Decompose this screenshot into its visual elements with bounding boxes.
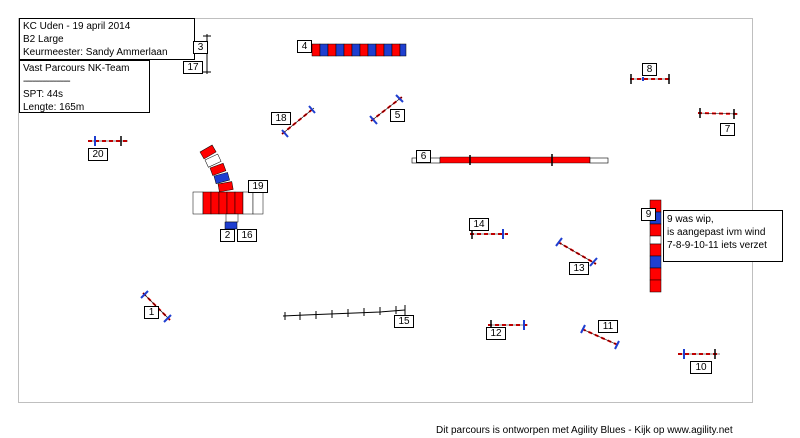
obstacle-13-jump [555, 237, 598, 267]
obstacle-1-jump [140, 290, 172, 323]
obstacle-10-jump [678, 349, 720, 359]
obstacle-number-6: 6 [416, 150, 431, 163]
obstacle-number-15: 15 [394, 315, 414, 328]
note-line: is aangepast ivm wind [667, 227, 766, 238]
obstacle-number-20: 20 [88, 148, 108, 161]
obstacle-number-12: 12 [486, 327, 506, 340]
obstacle-4-blocks [311, 43, 407, 57]
obstacle-number-2: 2 [220, 229, 235, 242]
info-line: B2 Large [23, 34, 64, 45]
obstacle-number-16: 16 [237, 229, 257, 242]
parcours-line: Vast Parcours NK-Team [23, 63, 130, 74]
obstacle-number-4: 4 [297, 40, 312, 53]
obstacle-15-weave [282, 305, 406, 320]
obstacle-number-11: 11 [598, 320, 618, 333]
course-info-box: KC Uden - 19 april 2014 B2 Large Keurmee… [19, 18, 195, 60]
obstacle-8-jump [630, 74, 670, 84]
obstacle-5-jump [369, 94, 404, 125]
parcours-line: -------------------- [23, 76, 71, 87]
obstacle-number-14: 14 [469, 218, 489, 231]
note-line: 9 was wip, [667, 214, 714, 225]
obstacle-number-9: 9 [641, 208, 656, 221]
course-note: 9 was wip, is aangepast ivm wind 7-8-9-1… [663, 210, 783, 262]
obstacle-20-jump [88, 136, 128, 146]
parcours-box: Vast Parcours NK-Team ------------------… [19, 60, 150, 113]
obstacle-number-17: 17 [183, 61, 203, 74]
obstacle-number-13: 13 [569, 262, 589, 275]
obstacle-3-jump [203, 34, 211, 74]
obstacle-number-19: 19 [248, 180, 268, 193]
obstacle-number-1: 1 [144, 306, 159, 319]
obstacle-number-10: 10 [690, 361, 712, 374]
obstacle-number-8: 8 [642, 63, 657, 76]
obstacle-19-tunnel [192, 144, 264, 230]
info-line: KC Uden - 19 april 2014 [23, 21, 131, 32]
footer-credit: Dit parcours is ontworpen met Agility Bl… [436, 425, 733, 436]
note-line: 7-8-9-10-11 iets verzet [667, 240, 767, 251]
obstacle-11-jump [580, 324, 620, 350]
obstacle-number-5: 5 [390, 109, 405, 122]
obstacle-6-walk [411, 154, 609, 166]
obstacle-number-3: 3 [193, 41, 208, 54]
obstacle-number-18: 18 [271, 112, 291, 125]
obstacle-number-7: 7 [720, 123, 735, 136]
parcours-line: Lengte: 165m [23, 102, 85, 113]
obstacle-18-jump [281, 105, 316, 138]
parcours-line: SPT: 44s [23, 89, 64, 100]
info-line: Keurmeester: Sandy Ammerlaan [23, 47, 168, 58]
obstacle-7-jump [697, 108, 739, 119]
